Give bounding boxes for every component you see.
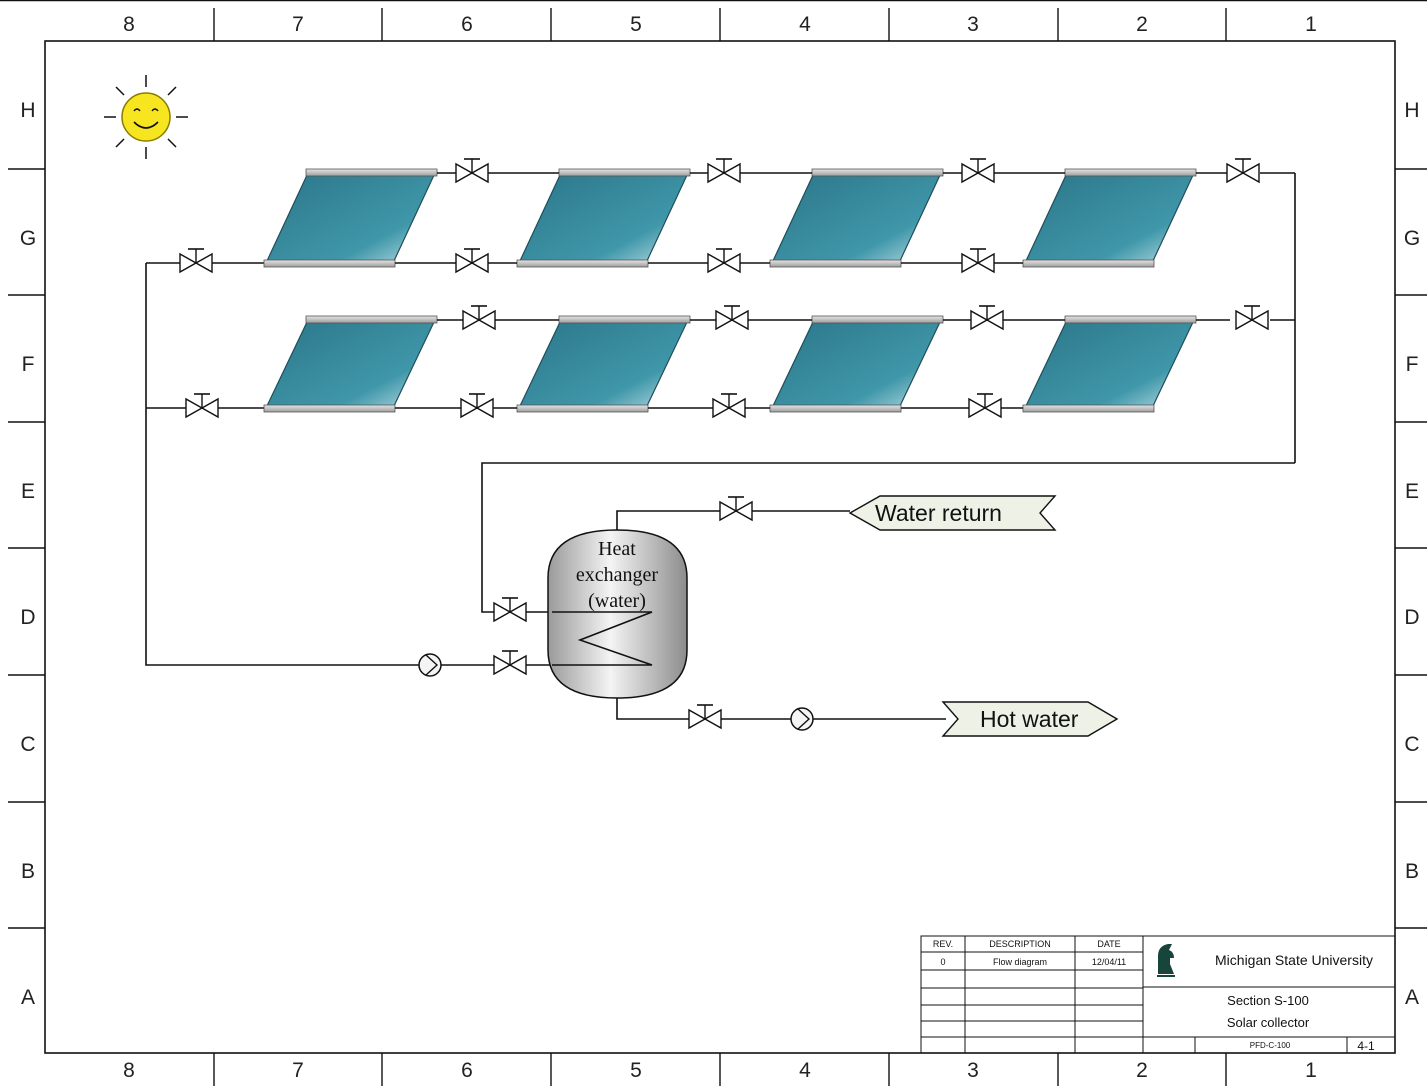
gate-valve-symbol[interactable] [1235, 305, 1269, 331]
description-header: DESCRIPTION [989, 939, 1051, 949]
subject-label: Solar collector [1227, 1015, 1310, 1030]
row-label-left: C [20, 733, 35, 756]
column-labels: 8 8 7 7 6 6 5 5 4 4 3 3 2 2 1 1 [123, 13, 1317, 1082]
row-label-right: E [1405, 480, 1419, 503]
spartan-helmet-logo [1157, 944, 1175, 977]
row-label-right: A [1405, 986, 1419, 1009]
drawing-number: PFD-C-100 [1250, 1041, 1291, 1050]
row-ticks [8, 168, 1427, 929]
gate-valve-symbol[interactable] [961, 248, 995, 274]
solar-collector-panel [769, 168, 944, 268]
gate-valve-symbol[interactable] [968, 393, 1002, 419]
gate-valve-symbol[interactable] [688, 704, 722, 730]
gate-valve-symbol[interactable] [712, 393, 746, 419]
gate-valve-symbol[interactable] [1226, 158, 1260, 184]
row-label-right: B [1405, 860, 1419, 883]
sheet-number: 4-1 [1357, 1039, 1375, 1053]
gate-valve-symbol[interactable] [707, 158, 741, 184]
column-label-bottom: 4 [799, 1059, 811, 1082]
drawing-frame [0, 0, 1427, 1054]
hot-water-connector: Hot water [941, 701, 1119, 737]
water-return-connector: Water return [848, 495, 1057, 531]
gate-valve-symbol[interactable] [185, 393, 219, 419]
gate-valve-symbol[interactable] [462, 305, 496, 331]
heat-exchanger-label-line1: Heat [598, 538, 636, 560]
solar-collector-panel [1022, 168, 1197, 268]
gate-valve-symbol[interactable] [707, 248, 741, 274]
column-label-top: 8 [123, 13, 135, 36]
hot-water-label: Hot water [980, 706, 1079, 732]
column-label-bottom: 7 [292, 1059, 304, 1082]
solar-collector-panel [1022, 315, 1197, 413]
column-label-bottom: 3 [967, 1059, 979, 1082]
pump-symbol-hot-water [790, 707, 814, 731]
gate-valve-symbol[interactable] [493, 597, 527, 623]
row-label-right: C [1404, 733, 1419, 756]
column-label-top: 4 [799, 13, 811, 36]
organization-name: Michigan State University [1215, 952, 1373, 968]
smiling-sun-icon [104, 75, 188, 159]
rev-header: REV. [933, 939, 953, 949]
column-label-top: 6 [461, 13, 473, 36]
row-label-right: D [1404, 606, 1419, 629]
title-block: REV. DESCRIPTION DATE 0 Flow diagram 12/… [920, 935, 1396, 1054]
section-label: Section S-100 [1227, 993, 1309, 1008]
solar-collector-panel [263, 315, 438, 413]
gate-valve-symbol[interactable] [970, 305, 1004, 331]
column-label-top: 1 [1305, 13, 1317, 36]
gate-valve-symbol[interactable] [455, 248, 489, 274]
solar-collector-panel [516, 315, 691, 413]
row-labels: H H G G F F E E D D C C B B A A [20, 99, 1420, 1009]
row-label-left: F [22, 353, 35, 376]
gate-valve-symbol[interactable] [179, 248, 213, 274]
column-label-top: 7 [292, 13, 304, 36]
solar-collector-panel [263, 168, 438, 268]
column-label-bottom: 5 [630, 1059, 642, 1082]
row-label-left: B [21, 860, 35, 883]
row-label-right: G [1404, 227, 1420, 250]
water-return-label: Water return [875, 500, 1002, 526]
row-label-left: D [20, 606, 35, 629]
gate-valve-symbol[interactable] [460, 393, 494, 419]
gate-valve-symbol[interactable] [719, 496, 753, 522]
row-label-right: F [1406, 353, 1419, 376]
date-header: DATE [1097, 939, 1120, 949]
row-label-right: H [1404, 99, 1419, 122]
heat-exchanger-label-line2: exchanger [576, 564, 659, 586]
gate-valve-symbol[interactable] [455, 158, 489, 184]
gate-valve-symbol[interactable] [493, 650, 527, 676]
heat-exchanger-label-line3: (water) [588, 590, 646, 612]
valve-group [179, 158, 1269, 730]
gate-valve-symbol[interactable] [715, 305, 749, 331]
solar-collector-panel [769, 315, 944, 413]
row-label-left: E [21, 480, 35, 503]
gate-valve-symbol[interactable] [961, 158, 995, 184]
date-value: 12/04/11 [1092, 957, 1126, 967]
column-label-bottom: 2 [1136, 1059, 1148, 1082]
row-label-left: G [20, 227, 36, 250]
description-value: Flow diagram [993, 957, 1047, 967]
column-label-bottom: 8 [123, 1059, 135, 1082]
pump-symbol-return [418, 653, 442, 677]
column-label-top: 5 [630, 13, 642, 36]
column-label-bottom: 6 [461, 1059, 473, 1082]
heat-exchanger-tank: Heat exchanger (water) [547, 529, 688, 699]
column-label-bottom: 1 [1305, 1059, 1317, 1082]
row-label-left: A [21, 986, 35, 1009]
solar-collector-array [263, 168, 1197, 413]
solar-collector-panel [516, 168, 691, 268]
column-label-top: 2 [1136, 13, 1148, 36]
column-label-top: 3 [967, 13, 979, 36]
rev-value: 0 [940, 957, 945, 967]
column-ticks [213, 8, 1227, 1086]
row-label-left: H [20, 99, 35, 122]
